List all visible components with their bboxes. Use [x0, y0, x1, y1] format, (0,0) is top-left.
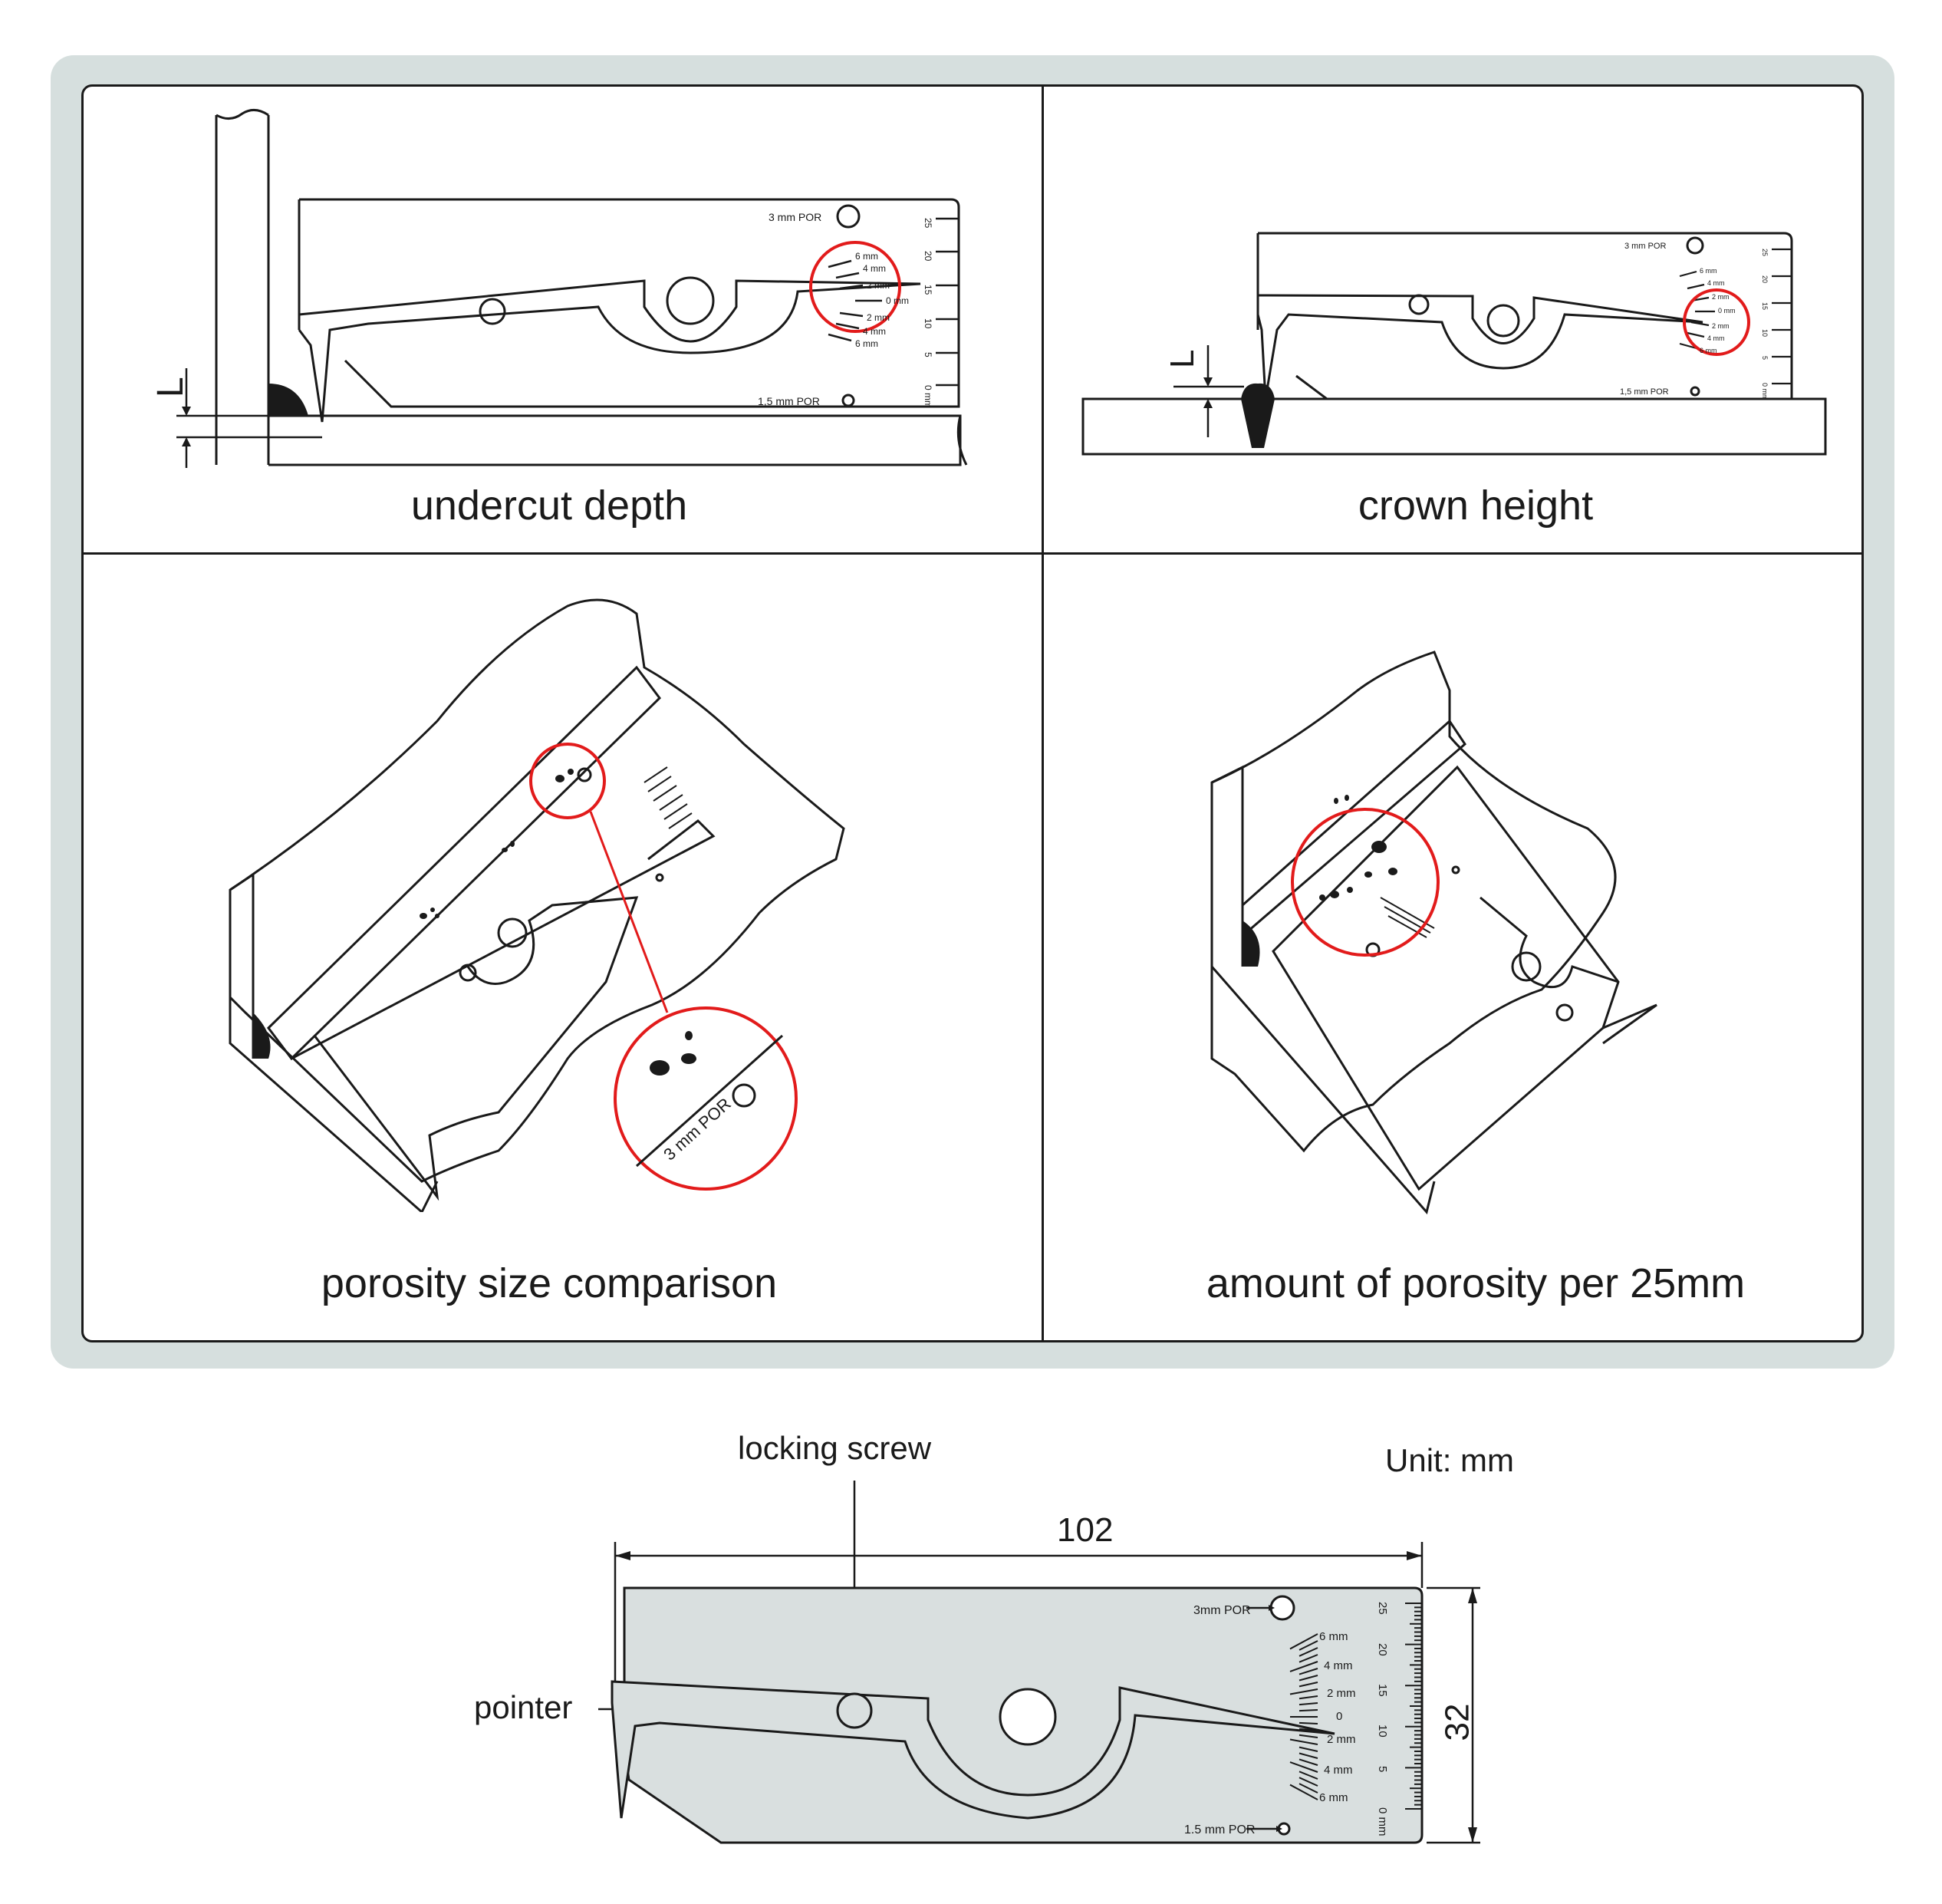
- undercut-por-bottom: 1,5 mm POR: [758, 395, 820, 407]
- crown-scale-label: 6 mm: [1700, 267, 1717, 275]
- undercut-ruler-label: 25: [923, 218, 933, 229]
- porosity-size-illustration: 3 mm POR: [229, 598, 845, 1212]
- crown-scale-label: 6 mm: [1700, 347, 1717, 354]
- undercut-scale-label: 2 mm: [867, 280, 890, 291]
- scale-tick: [1299, 1709, 1318, 1712]
- scale-tick: [1299, 1640, 1318, 1651]
- crown-scale-label: 4 mm: [1707, 279, 1725, 287]
- drawing-scale-label: 4 mm: [1324, 1659, 1353, 1672]
- undercut-dimension-letter: L: [150, 377, 191, 397]
- porosity-amount-caption: amount of porosity per 25mm: [1206, 1260, 1746, 1306]
- scale-tick: [1299, 1702, 1318, 1706]
- undercut-illustration: L 3 mm POR 1,5 mm POR 6 mm 4 mm 2 mm 0 m…: [150, 109, 968, 468]
- crown-ruler-label: 25: [1761, 249, 1769, 256]
- scale-tick: [1289, 1738, 1318, 1745]
- scale-tick: [1299, 1695, 1318, 1700]
- porosity-amount-illustration: [1210, 651, 1657, 1215]
- scale-tick: [1289, 1633, 1318, 1650]
- locking-screw-label: locking screw: [738, 1430, 932, 1466]
- undercut-ruler-label: 0 mm: [923, 385, 933, 408]
- scale-tick: [1299, 1758, 1318, 1766]
- undercut-ruler-label: 5: [923, 352, 933, 357]
- drawing-scale-label: 4 mm: [1324, 1764, 1353, 1777]
- scale-tick: [1289, 1761, 1318, 1773]
- pointer-label: pointer: [474, 1689, 573, 1725]
- drawing-scale-label: 2 mm: [1327, 1687, 1356, 1700]
- scale-tick: [1299, 1682, 1318, 1688]
- scale-tick: [1299, 1734, 1318, 1738]
- porosity-size-caption: porosity size comparison: [321, 1260, 778, 1306]
- crown-ruler-label: 0 mm: [1761, 383, 1769, 400]
- scale-tick: [1299, 1771, 1318, 1780]
- drawing-ruler-label: 15: [1376, 1684, 1389, 1697]
- crown-ruler-label: 5: [1761, 356, 1769, 360]
- scale-tick: [1289, 1661, 1318, 1672]
- scale-tick: [1299, 1728, 1318, 1731]
- scale-tick: [1289, 1688, 1318, 1695]
- crown-ruler-label: 20: [1761, 275, 1769, 283]
- drawing-scale-label: 6 mm: [1319, 1791, 1348, 1804]
- drawing-scale-label: 0: [1336, 1710, 1342, 1723]
- scale-tick: [1299, 1675, 1318, 1682]
- undercut-scale-label: 4 mm: [863, 326, 886, 337]
- drawing-ruler-label: 20: [1376, 1643, 1389, 1656]
- scale-tick: [1299, 1654, 1318, 1663]
- drawing-ruler-label: 0 mm: [1376, 1807, 1389, 1836]
- undercut-por-top: 3 mm POR: [769, 211, 821, 223]
- undercut-scale-label: 0 mm: [886, 295, 909, 306]
- undercut-ruler-label: 15: [923, 285, 933, 295]
- grid-divider-horizontal: [81, 552, 1864, 555]
- gauge-drawing: 3mm POR 1.5 mm POR 6 mm 4 mm 2 mm 0 2 mm…: [598, 1481, 1480, 1844]
- crown-por-bottom: 1,5 mm POR: [1620, 387, 1669, 397]
- crown-scale-label: 4 mm: [1707, 334, 1725, 342]
- panel-grid: [81, 84, 1864, 1342]
- unit-label: Unit: mm: [1385, 1442, 1514, 1478]
- crown-scale-label: 2 mm: [1712, 293, 1730, 301]
- drawing-ruler-label: 10: [1376, 1724, 1389, 1738]
- undercut-scale-label: 2 mm: [867, 312, 890, 323]
- undercut-caption: undercut depth: [410, 483, 688, 529]
- drawing-por-bottom: 1.5 mm POR: [1184, 1823, 1255, 1836]
- undercut-ruler-label: 10: [923, 318, 933, 329]
- grid-divider-vertical: [1042, 84, 1044, 1342]
- crown-dimension-letter: L: [1164, 350, 1201, 368]
- crown-scale-label: 0 mm: [1718, 307, 1736, 315]
- scale-tick: [1299, 1752, 1318, 1759]
- scale-tick: [1289, 1784, 1318, 1800]
- undercut-scale-label: 4 mm: [863, 263, 886, 274]
- undercut-scale-label: 6 mm: [855, 338, 878, 349]
- drawing-por-top: 3mm POR: [1193, 1604, 1251, 1617]
- scale-tick: [1299, 1777, 1318, 1787]
- drawing-scale-label: 2 mm: [1327, 1733, 1356, 1746]
- scale-tick: [1299, 1668, 1318, 1675]
- scale-tick: [1299, 1721, 1318, 1724]
- crown-caption: crown height: [1358, 483, 1594, 529]
- crown-por-top: 3 mm POR: [1624, 242, 1666, 251]
- scale-tick: [1299, 1647, 1318, 1657]
- crown-ruler-label: 10: [1761, 329, 1769, 337]
- scale-tick: [1299, 1783, 1318, 1794]
- undercut-ruler-label: 20: [923, 251, 933, 262]
- crown-ruler-label: 15: [1761, 302, 1769, 310]
- crown-scale-label: 2 mm: [1712, 322, 1730, 330]
- width-dimension: 102: [1057, 1511, 1114, 1549]
- drawing-ruler-label: 25: [1376, 1602, 1389, 1615]
- scale-tick: [1299, 1746, 1318, 1752]
- crown-illustration: L 3 mm POR 1,5 mm POR 6 mm 4 mm 2 mm 0 m…: [1081, 232, 1827, 456]
- drawing-scale-label: 6 mm: [1319, 1630, 1348, 1643]
- drawing-ruler-label: 5: [1376, 1766, 1389, 1772]
- undercut-scale-label: 6 mm: [855, 251, 878, 262]
